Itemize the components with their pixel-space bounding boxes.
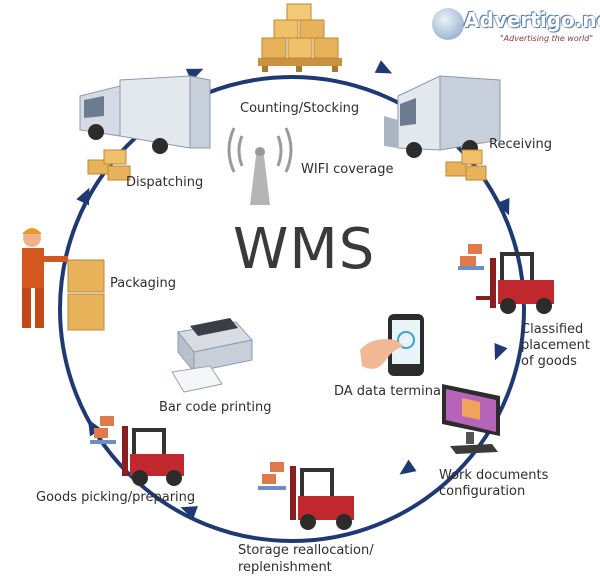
pallet-boxes-icon: [458, 244, 484, 270]
terminal-icon: [360, 314, 424, 376]
label-wifi: WIFI coverage: [301, 162, 394, 177]
printer-icon: [171, 318, 253, 393]
label-receiving: Receiving: [489, 137, 553, 152]
receiving-truck-icon: [384, 75, 501, 158]
label-packaging: Packaging: [110, 276, 176, 291]
pallet-boxes-icon: [90, 416, 116, 444]
arrow-icon: [76, 187, 90, 206]
cycle-arrows: [76, 60, 510, 520]
forklift-classified-icon: [476, 252, 554, 314]
arrow-icon: [374, 60, 393, 74]
label-storage-2: replenishment: [238, 560, 332, 575]
forklift-picking-icon: [122, 426, 184, 486]
arrow-icon: [88, 419, 103, 437]
arrow-icon: [494, 342, 508, 361]
worker-icon: [22, 228, 68, 328]
label-classified-2: placement: [521, 338, 590, 353]
monitor-icon: [442, 384, 500, 454]
label-storage-1: Storage reallocation/: [238, 543, 374, 558]
label-barcode: Bar code printing: [159, 400, 272, 415]
forklift-storage-icon: [290, 466, 354, 530]
globe-icon: [432, 8, 464, 40]
receiving-boxes-icon: [445, 149, 487, 181]
label-counting: Counting/Stocking: [240, 101, 360, 116]
label-dispatching: Dispatching: [126, 175, 204, 190]
wifi-icon: [227, 127, 293, 205]
label-picking: Goods picking/preparing: [36, 490, 196, 505]
watermark-logo: Advertigo.net "Advertising the world": [430, 6, 600, 48]
dispatching-boxes-icon: [87, 149, 131, 181]
watermark-tagline: "Advertising the world": [500, 34, 593, 43]
label-classified-3: of goods: [521, 354, 577, 369]
label-terminal: DA data terminal: [334, 384, 445, 399]
arrow-icon: [180, 506, 198, 520]
label-classified-1: Classified: [521, 322, 584, 337]
pallet-boxes-icon: [258, 462, 286, 490]
arrow-icon: [399, 459, 417, 475]
label-workdocs-2: configuration: [439, 484, 526, 499]
watermark-name: Advertigo.net: [464, 8, 600, 32]
diagram-title: WMS: [233, 217, 376, 282]
label-workdocs-1: Work documents: [439, 468, 549, 483]
cycle-ring: [58, 75, 526, 543]
box-stack-icon: [258, 3, 342, 72]
arrow-icon: [496, 197, 510, 216]
dispatching-truck-icon: [79, 75, 211, 154]
packaging-boxes-icon: [67, 259, 105, 331]
